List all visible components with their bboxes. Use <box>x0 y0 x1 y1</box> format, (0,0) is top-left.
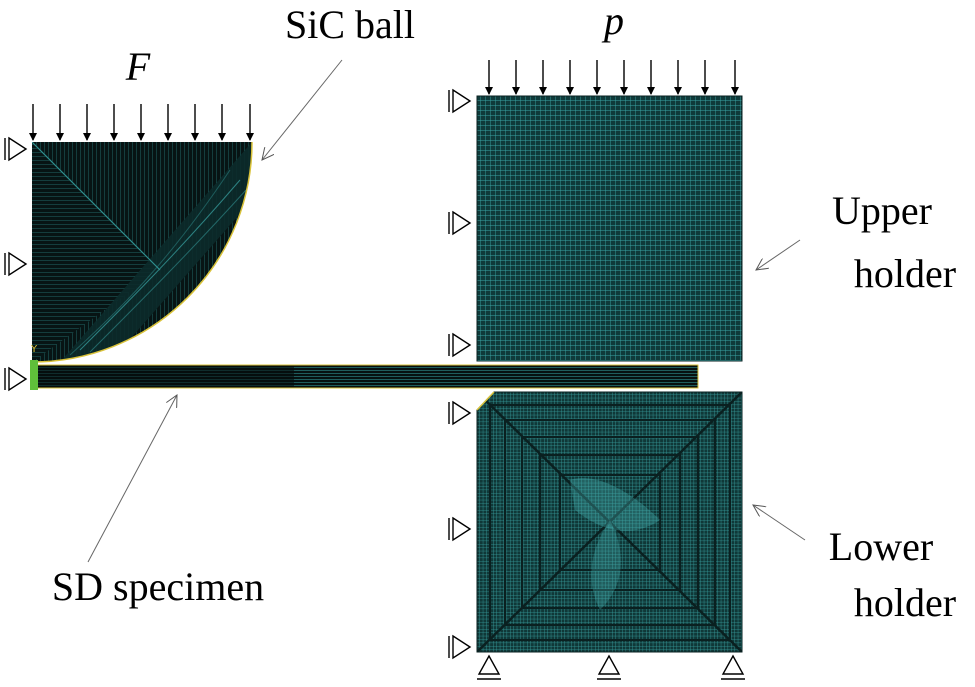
specimen-mesh <box>30 360 699 390</box>
leader-lines <box>87 59 806 563</box>
constraints-bottom-supports <box>477 654 745 680</box>
ball-outline <box>31 141 253 363</box>
specimen-center-marker <box>30 360 38 390</box>
force-arrows <box>29 104 254 141</box>
leader-lower-holder <box>753 505 806 541</box>
lower-holder-mesh <box>476 391 743 653</box>
sic-ball-label: SiC ball <box>285 2 415 47</box>
specimen-label: SD specimen <box>52 564 264 609</box>
lower-holder-label-line1: Lower <box>829 524 933 569</box>
constraint-triangle-icon <box>448 634 472 660</box>
upper-holder-mesh <box>476 95 743 362</box>
sic-ball-mesh <box>31 141 253 363</box>
leader-upper-holder <box>756 239 801 270</box>
lower-holder-label-line2: holder <box>854 580 956 625</box>
constraint-triangle-icon <box>4 251 28 277</box>
constraint-triangle-icon <box>448 400 472 426</box>
leader-sic-ball <box>262 59 343 160</box>
support-triangle-icon <box>597 654 621 680</box>
support-triangle-icon <box>721 654 745 680</box>
constraint-triangle-icon <box>4 136 28 162</box>
constraint-triangle-icon <box>448 88 472 114</box>
constraint-triangle-icon <box>448 332 472 358</box>
constraint-triangle-icon <box>448 516 472 542</box>
constraints-upper-holder <box>448 88 472 358</box>
upper-holder-label-line2: holder <box>854 251 956 296</box>
constraint-triangle-icon <box>448 210 472 236</box>
constraints-lower-holder <box>448 400 472 660</box>
constraint-triangle-icon <box>4 366 28 392</box>
axis-y-label: Y <box>30 344 38 355</box>
symmetry-constraints-left <box>4 136 28 392</box>
pressure-label: p <box>601 0 624 43</box>
leader-specimen <box>87 395 177 563</box>
support-triangle-icon <box>477 654 501 680</box>
pressure-arrows <box>485 60 739 95</box>
force-label: F <box>125 44 151 89</box>
upper-holder-label-line1: Upper <box>832 188 932 233</box>
